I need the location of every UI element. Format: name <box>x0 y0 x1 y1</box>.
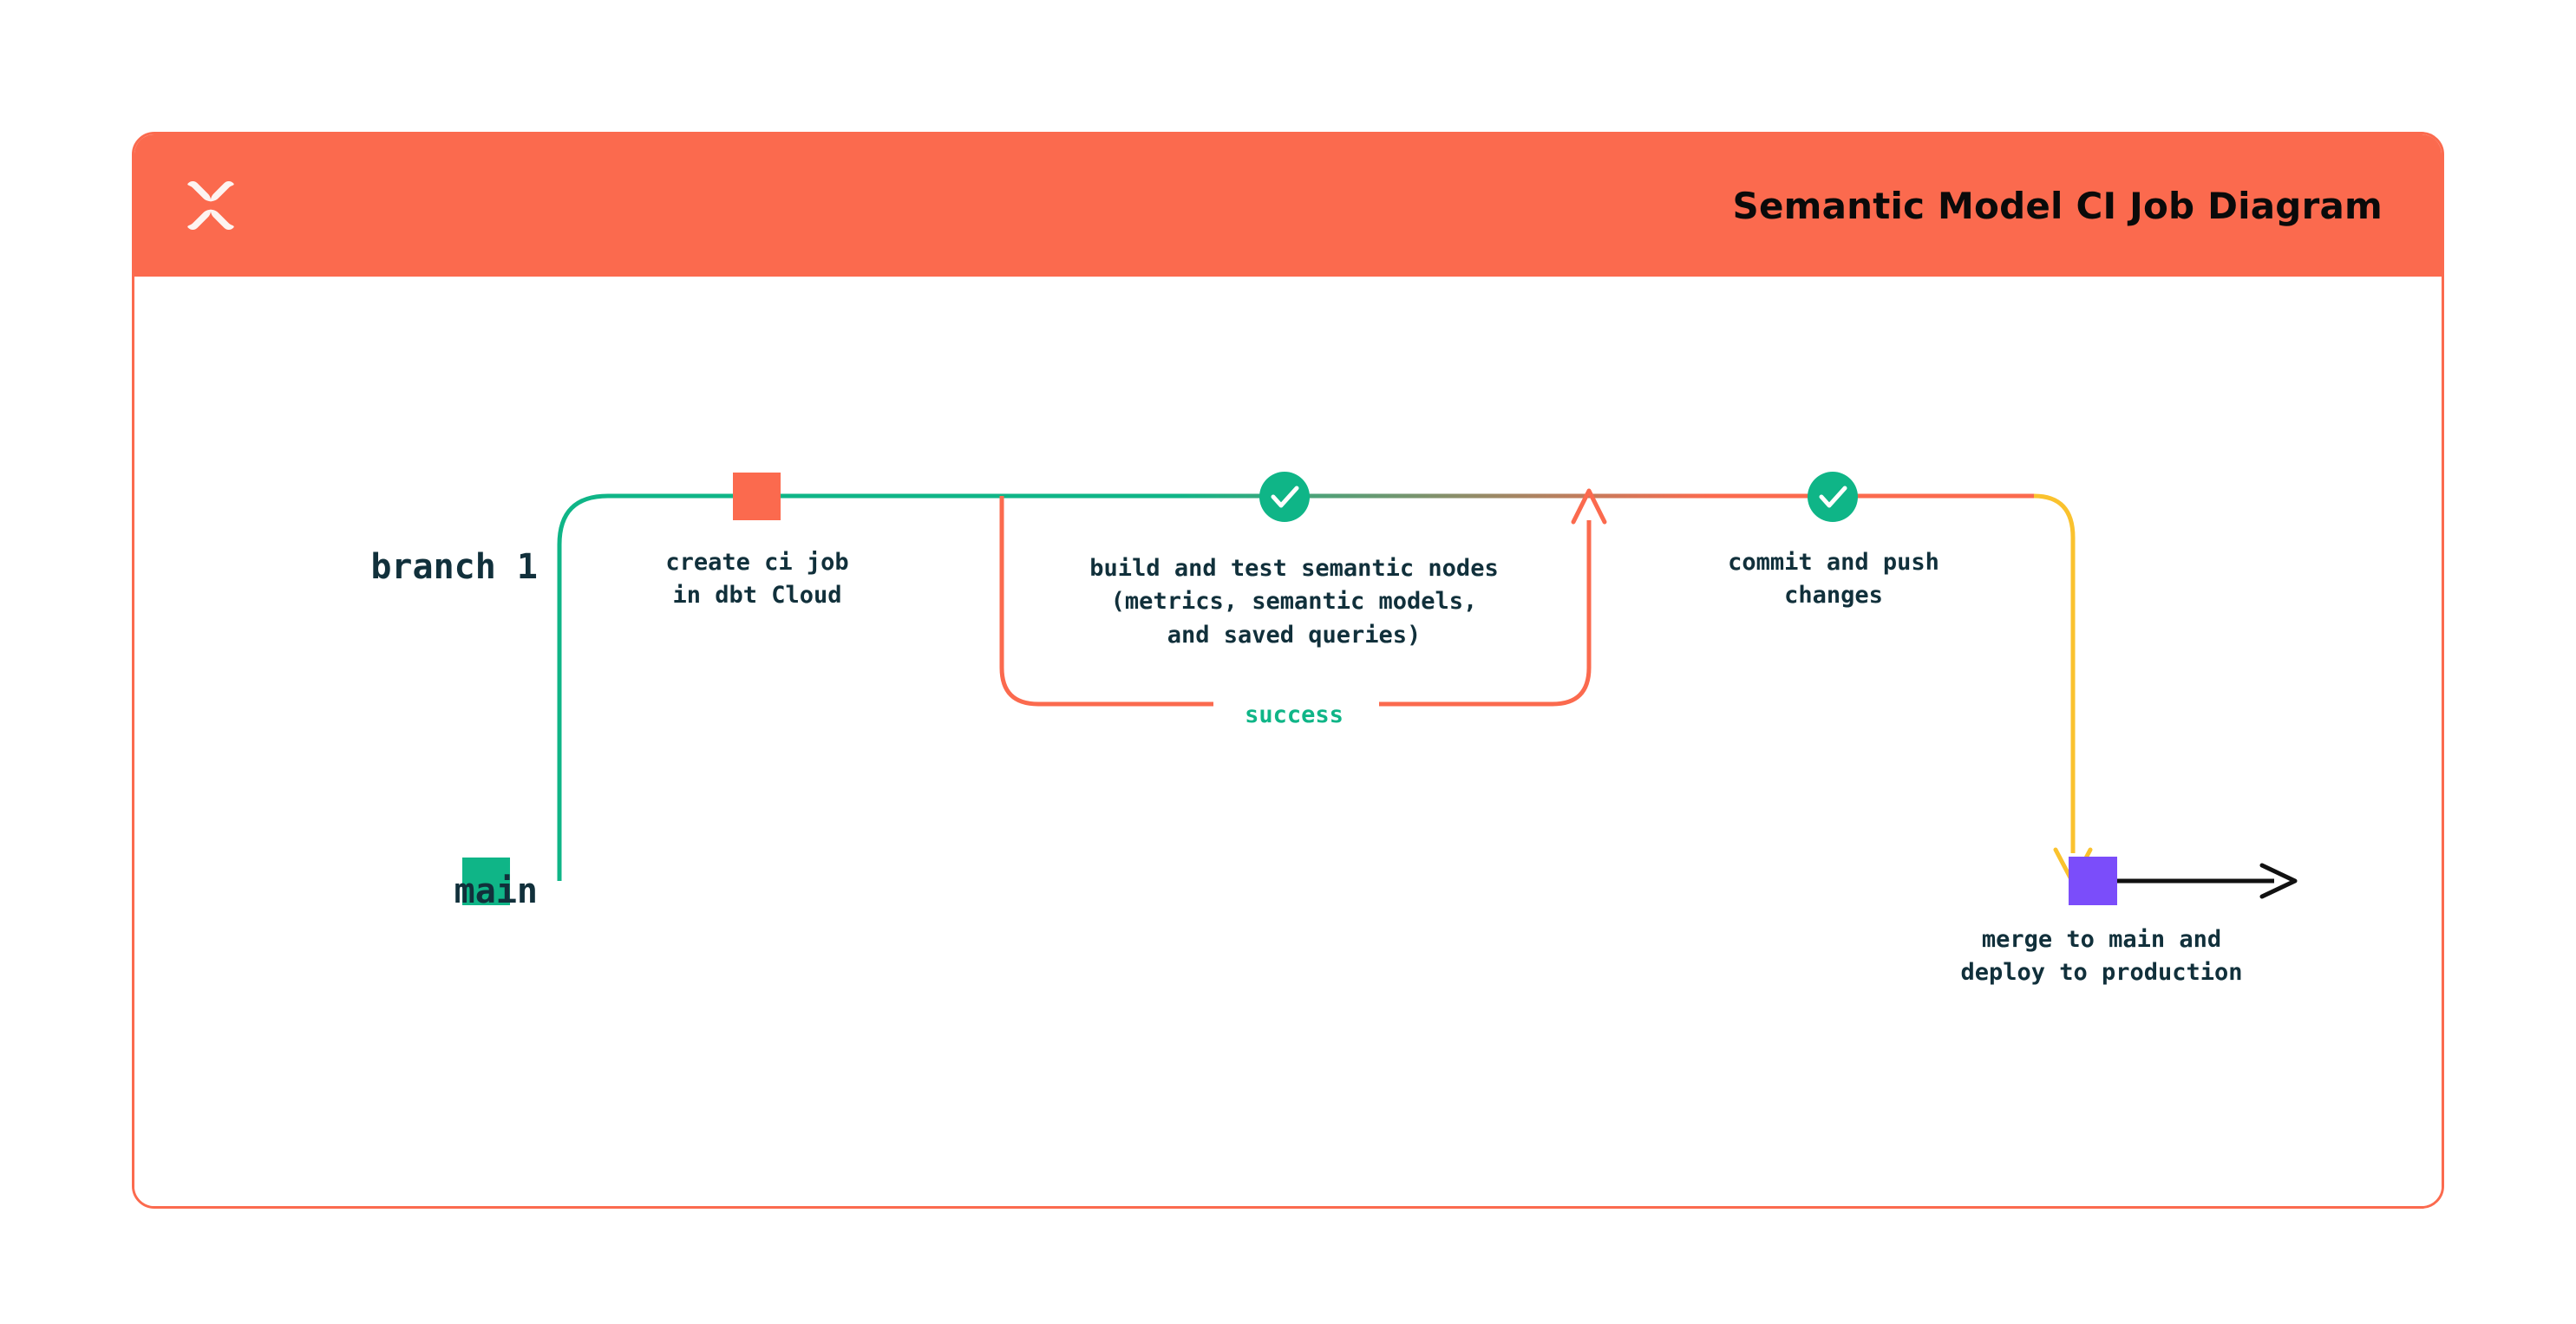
lane-label-branch-1: branch 1 <box>370 547 538 587</box>
card-body <box>134 277 2442 1206</box>
node-label-create-ci-job: create ci job in dbt Cloud <box>665 549 849 610</box>
node-label-build-and-test: build and test semantic nodes (metrics, … <box>1089 555 1499 649</box>
edge-label-success: success <box>1245 701 1344 728</box>
dbt-logo-icon <box>176 171 245 240</box>
node-label-commit-and-push: commit and push changes <box>1728 549 1939 610</box>
node-label-merge-to-main: merge to main and deploy to production <box>1960 926 2243 987</box>
card-header: Semantic Model CI Job Diagram <box>134 134 2442 277</box>
diagram-card: Semantic Model CI Job Diagram <box>132 132 2444 1209</box>
lane-label-main: main <box>454 871 538 911</box>
card-title: Semantic Model CI Job Diagram <box>1732 184 2383 227</box>
